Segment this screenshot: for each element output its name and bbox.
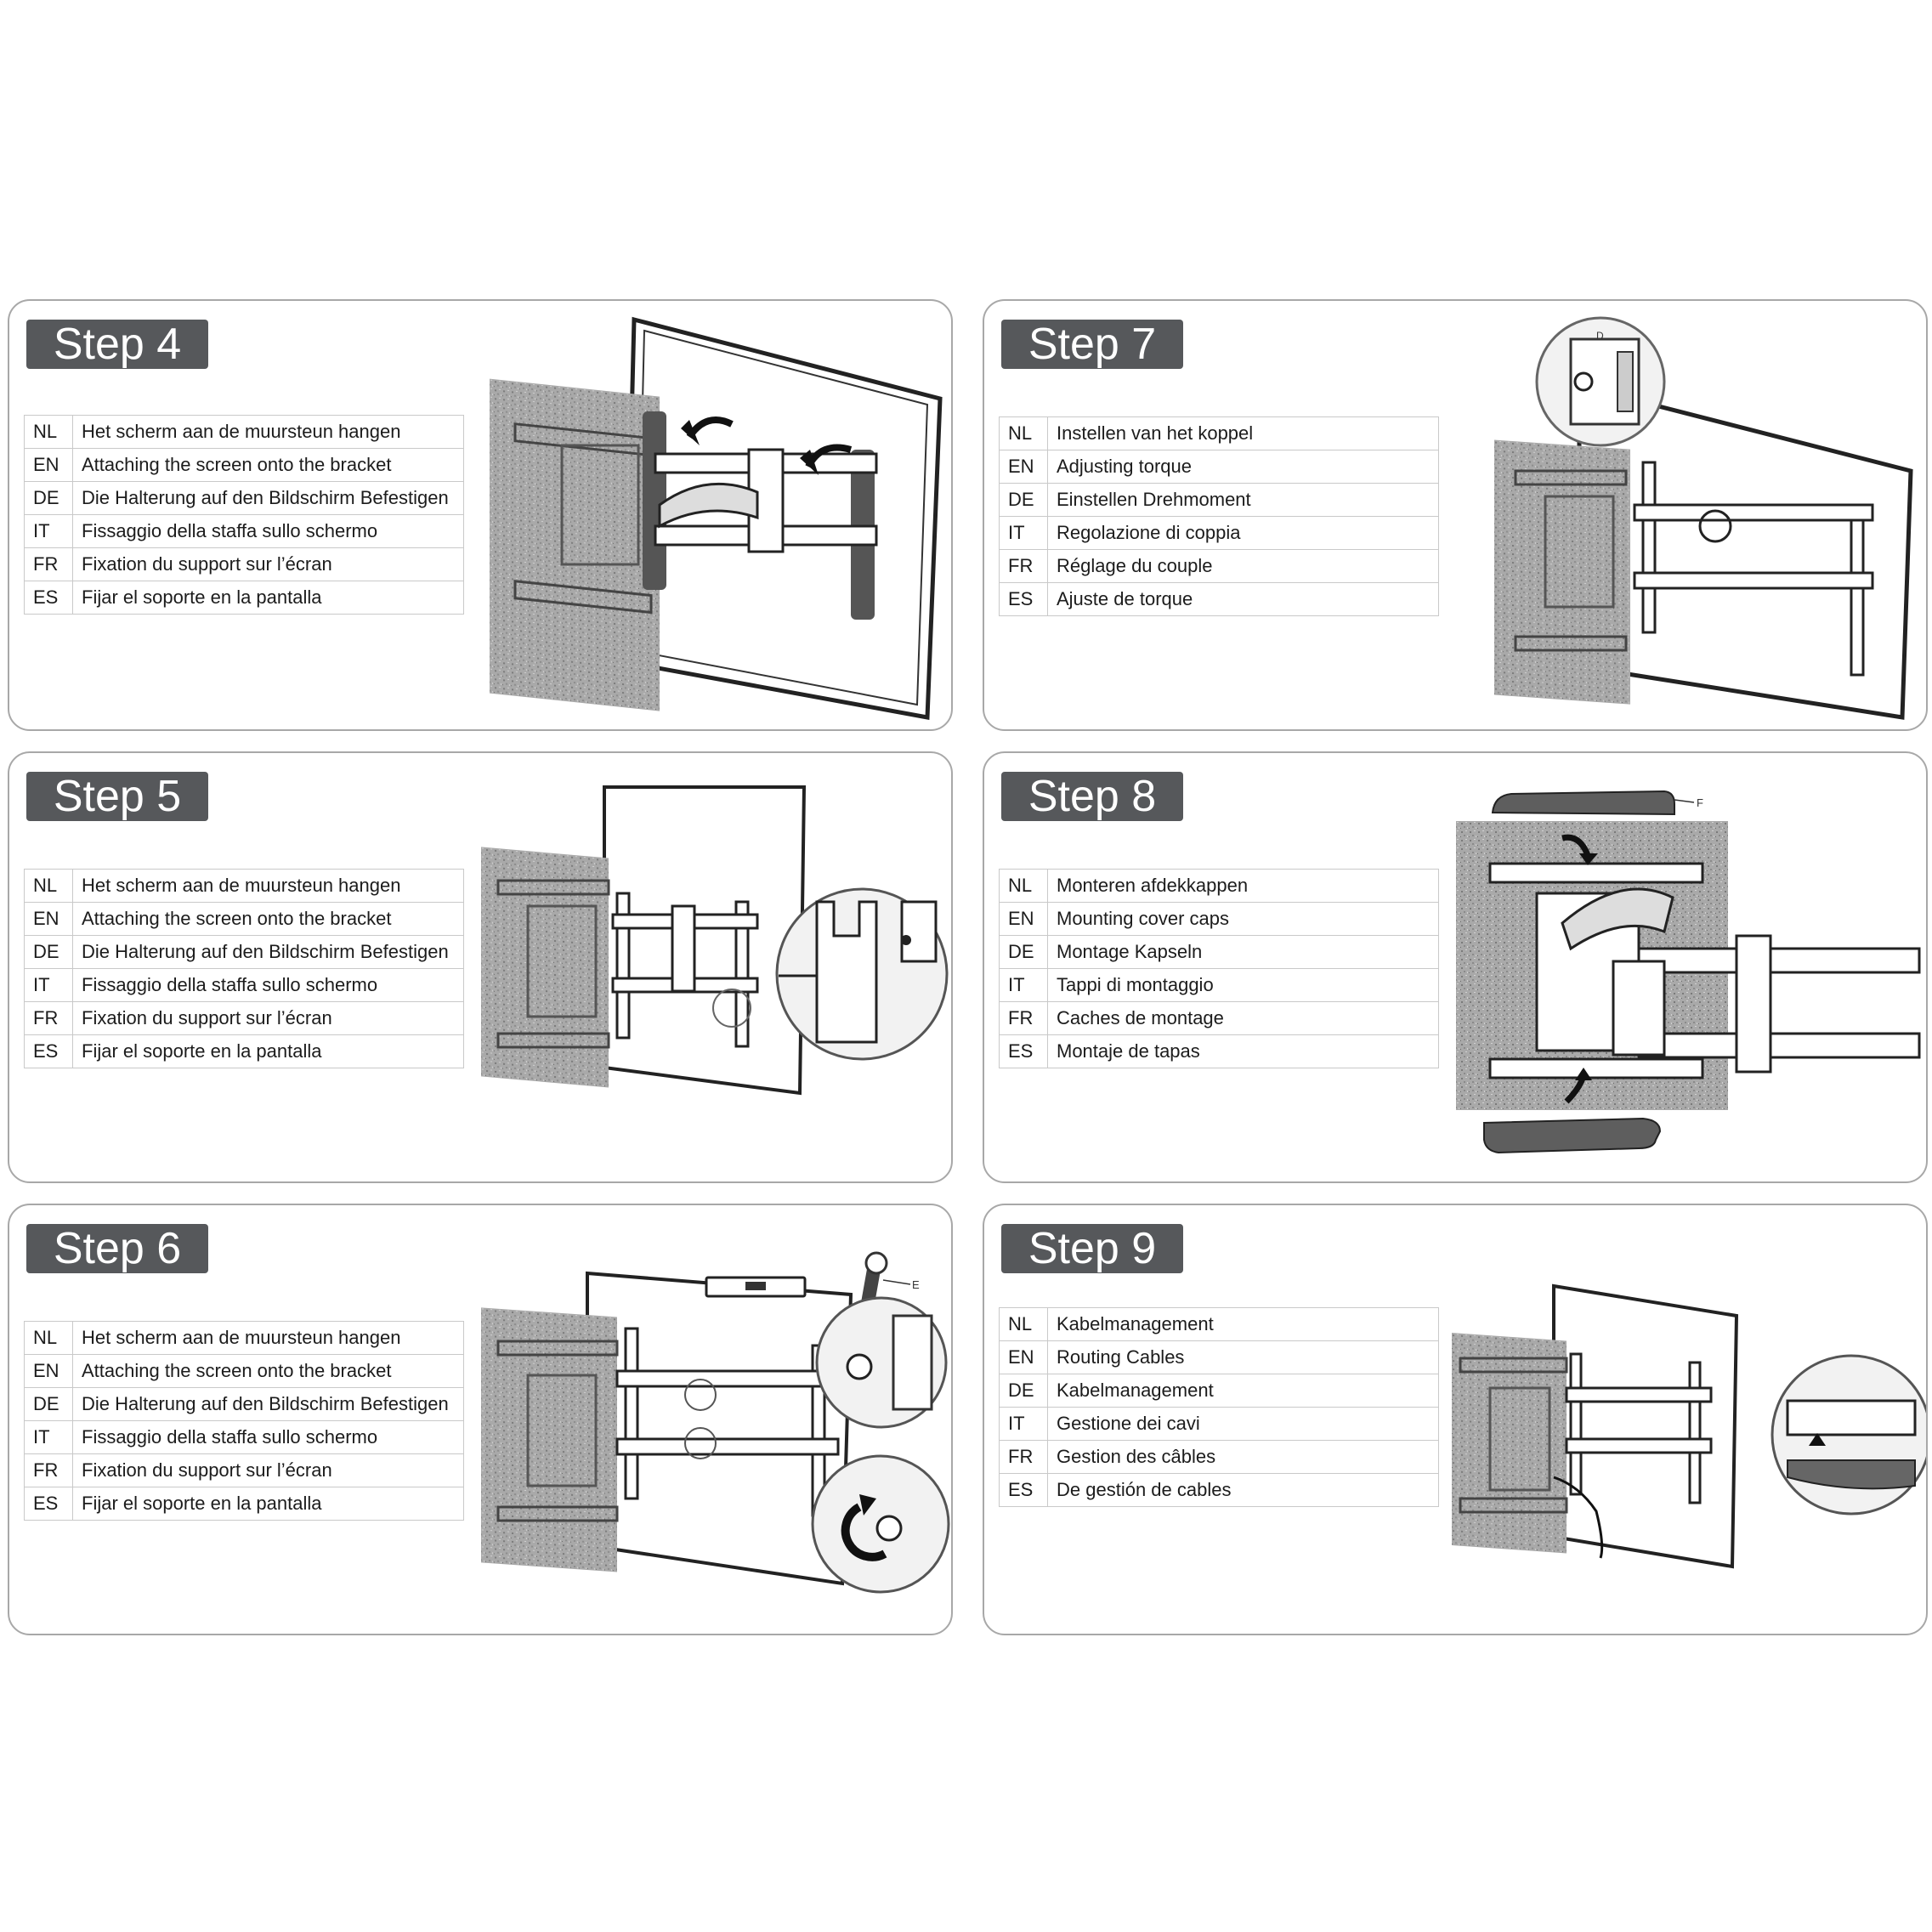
callout-label: F [1697,796,1703,809]
detail-magnifier [815,1296,948,1429]
step-6-illustration: E [481,1251,950,1594]
curved-arrow-icon [1564,1068,1592,1104]
curved-arrow-icon [681,416,734,445]
detail-magnifier: D [1535,316,1666,447]
callout-label: E [912,1278,920,1291]
step-title: Step 6 [26,1224,208,1273]
step-title: Step 9 [1001,1224,1183,1273]
curved-arrow-icon [800,444,853,475]
step-title: Step 4 [26,320,208,369]
step-title: Step 7 [1001,320,1183,369]
step-9-illustration [1452,1283,1926,1569]
curved-arrow-icon [1561,834,1598,865]
step-title: Step 8 [1001,772,1183,821]
step-5-illustration [481,785,949,1096]
detail-magnifier [1771,1354,1926,1516]
spirit-level-icon [705,1276,807,1298]
step-4-illustration [490,316,943,720]
detail-magnifier [811,1454,950,1594]
callout-label: D [1596,330,1604,342]
detail-magnifier [775,887,949,1061]
step-title: Step 5 [26,772,208,821]
step-7-illustration: D [1494,316,1913,720]
rotate-arrow-icon [841,1494,887,1561]
step-8-illustration: F [1456,790,1921,1154]
